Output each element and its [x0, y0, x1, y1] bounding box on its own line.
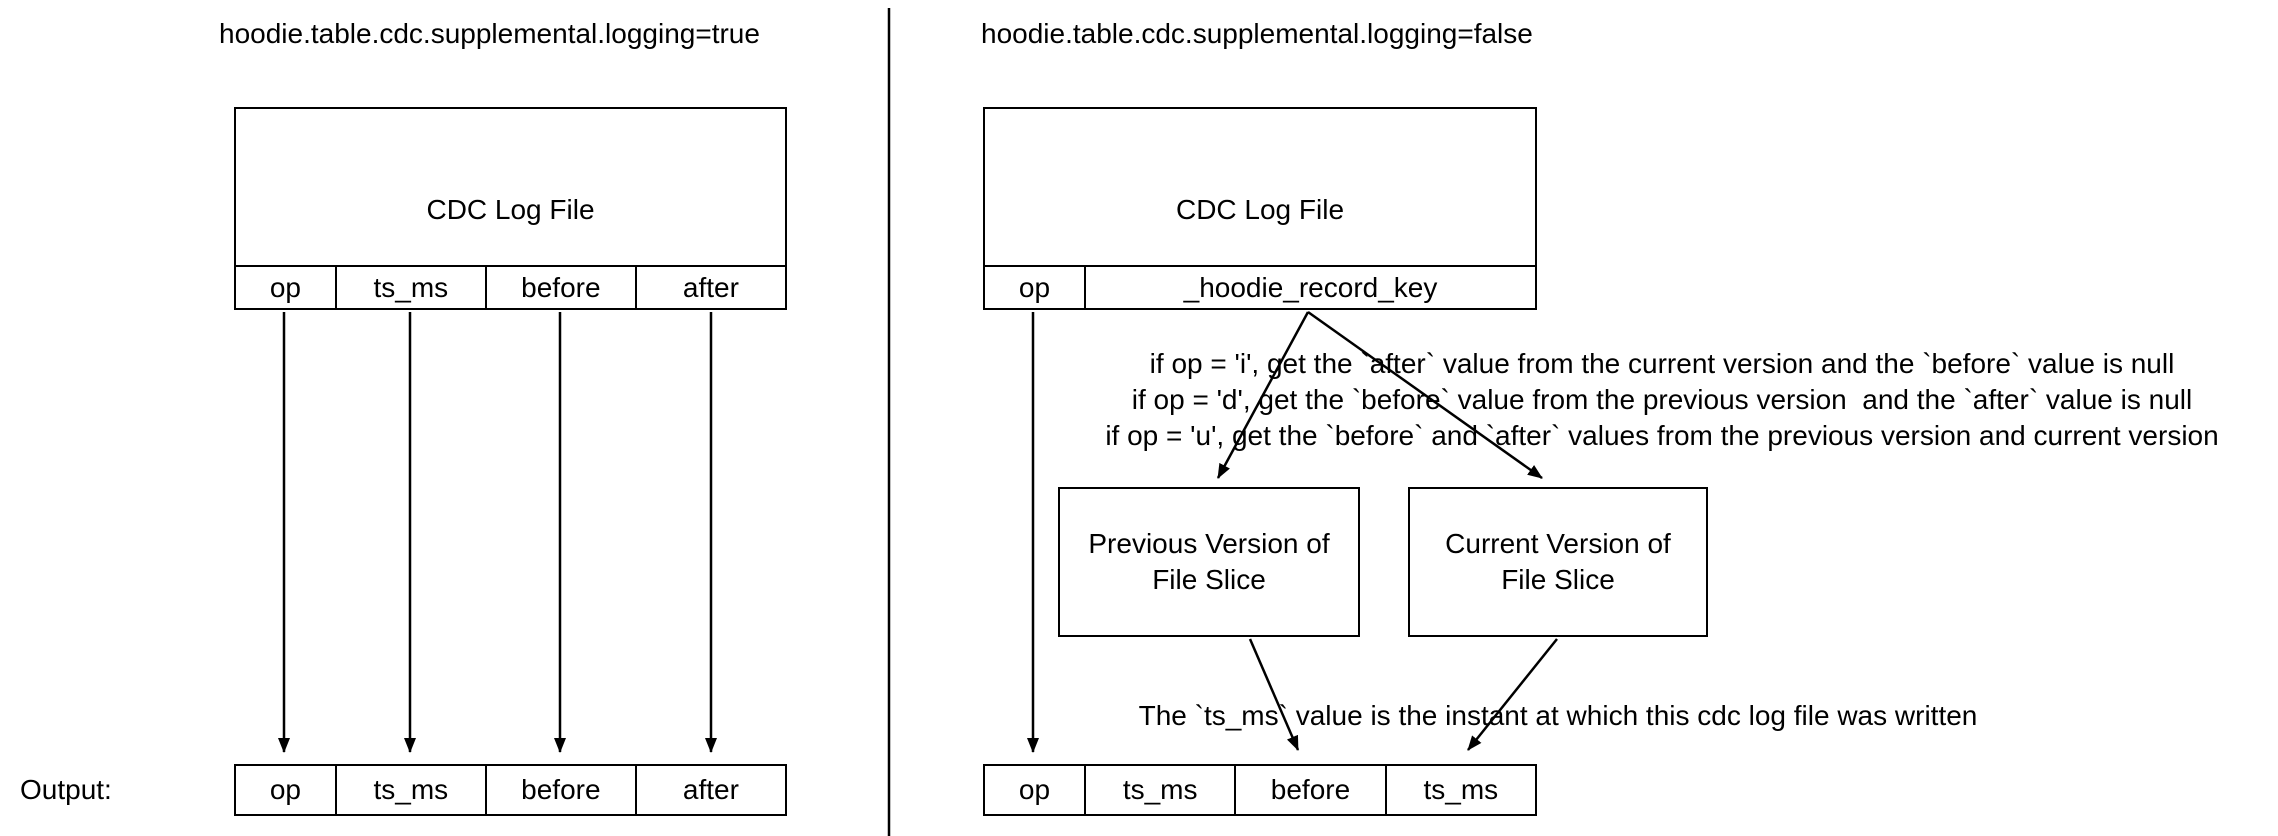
left-col-before: before: [484, 267, 635, 308]
right-cdc-log-file-label: CDC Log File: [983, 107, 1537, 267]
left-output-row: op ts_ms before after: [234, 764, 787, 816]
right-output-row: op ts_ms before ts_ms: [983, 764, 1537, 816]
right-col-record-key: _hoodie_record_key: [1084, 267, 1535, 308]
left-output-ts-ms: ts_ms: [334, 766, 485, 814]
left-panel-title: hoodie.table.cdc.supplemental.logging=tr…: [219, 18, 760, 49]
right-cdc-log-file-box: CDC Log File op _hoodie_record_key: [983, 107, 1537, 310]
op-rule-delete: if op = 'd', get the `before` value from…: [1131, 384, 2193, 415]
left-cdc-log-file-label: CDC Log File: [234, 107, 787, 267]
right-output-ts-ms-2: ts_ms: [1384, 766, 1535, 814]
left-cdc-log-file-box: CDC Log File op ts_ms before after: [234, 107, 787, 310]
output-label: Output:: [20, 774, 112, 805]
previous-version-line1: Previous Version of: [1088, 528, 1330, 559]
left-output-op: op: [269, 774, 301, 805]
left-col-ts-ms: ts_ms: [334, 267, 485, 308]
previous-version-line2: File Slice: [1152, 564, 1266, 595]
current-version-box: Current Version of File Slice: [1408, 487, 1708, 637]
arrow-current-to-ts-ms: [1467, 638, 1558, 751]
current-version-line2: File Slice: [1501, 564, 1615, 595]
current-version-line1: Current Version of: [1445, 528, 1671, 559]
left-output-before: before: [484, 766, 635, 814]
left-col-after: after: [634, 267, 785, 308]
op-rule-insert: if op = 'i', get the `after` value from …: [1149, 348, 2175, 379]
right-output-before: before: [1234, 766, 1384, 814]
right-cdc-column-row: op _hoodie_record_key: [983, 267, 1537, 310]
previous-version-box: Previous Version of File Slice: [1058, 487, 1360, 637]
op-rules-text: if op = 'i', get the `after` value from …: [1032, 346, 2278, 454]
ts-ms-note: The `ts_ms` value is the instant at whic…: [1138, 700, 1978, 731]
left-cdc-column-row: op ts_ms before after: [234, 267, 787, 310]
arrow-previous-to-before: [1248, 638, 1300, 751]
right-output-ts-ms: ts_ms: [1084, 766, 1234, 814]
op-rule-update: if op = 'u', get the `before` and `after…: [1105, 420, 2219, 451]
left-output-after: after: [634, 766, 785, 814]
right-col-op: op: [1018, 271, 1051, 303]
right-output-op: op: [1018, 774, 1051, 805]
right-panel-title: hoodie.table.cdc.supplemental.logging=fa…: [981, 18, 1533, 49]
left-col-op: op: [269, 271, 301, 303]
